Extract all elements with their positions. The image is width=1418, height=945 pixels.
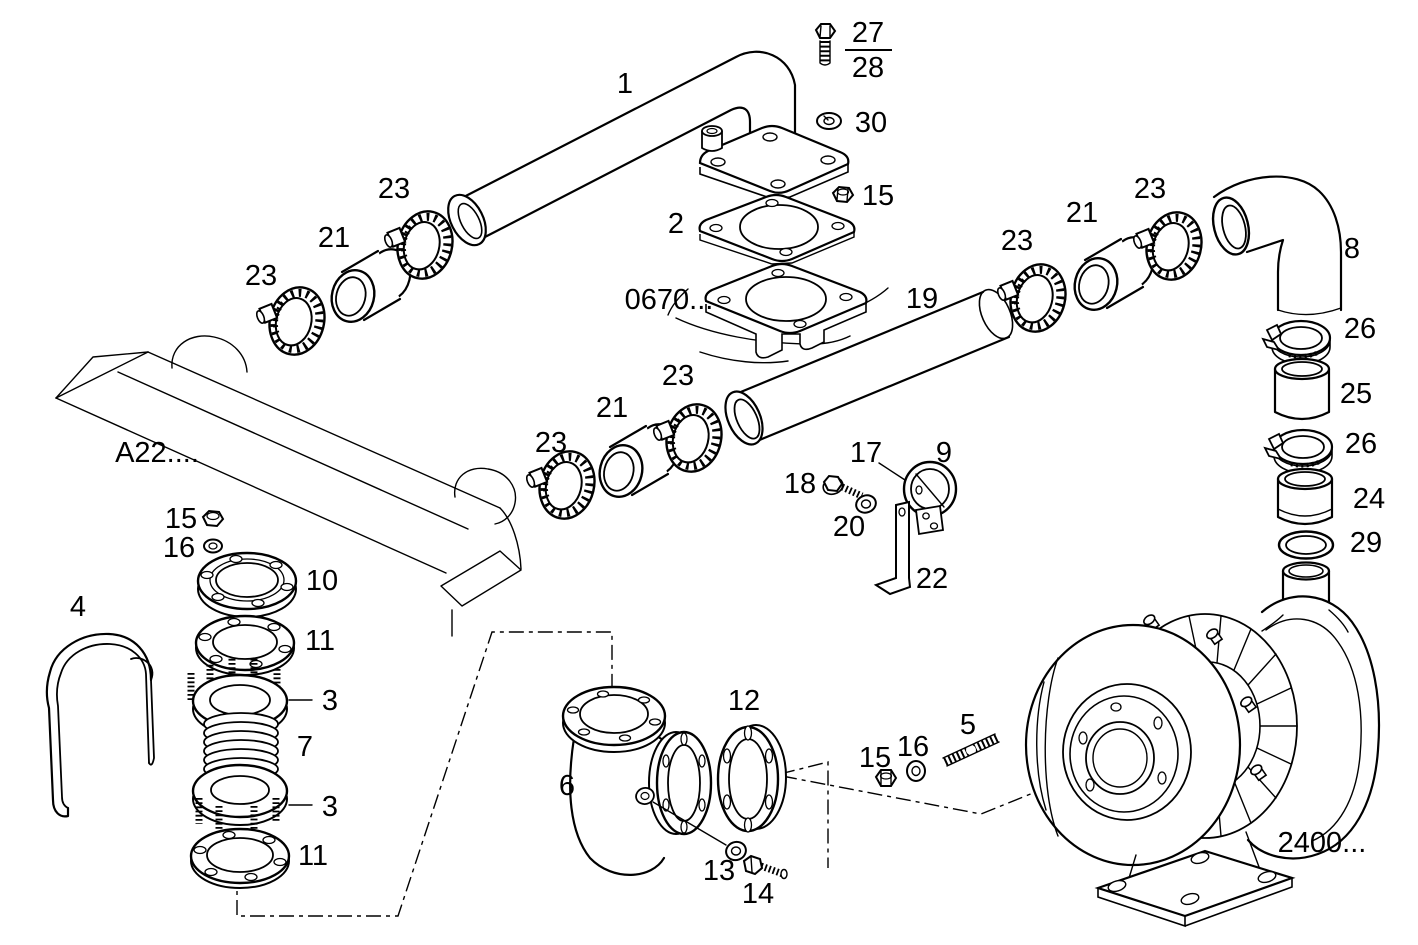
callout-28: 28 [852,52,884,84]
callout-8: 8 [1344,233,1360,265]
callout-20: 20 [833,511,865,543]
callout-21-a: 21 [318,222,350,254]
callout-22: 22 [916,563,948,595]
callout-23-b: 23 [378,173,410,205]
callout-19: 19 [906,283,938,315]
washer-16-left [203,538,223,554]
callout-13: 13 [703,855,735,887]
stud-5 [942,733,1000,767]
ref-0670: 0670... [625,284,714,316]
callout-12: 12 [728,685,760,717]
sleeve-24 [1276,467,1334,526]
engine-manifold-outline [55,335,522,637]
turbo-turbine-housing [1024,623,1242,867]
flange-12 [716,724,787,833]
bolt-18 [822,474,864,500]
callout-30: 30 [855,107,887,139]
turbocharger [1024,561,1381,928]
callout-15-mid: 15 [859,742,891,774]
callout-21-c: 21 [1066,197,1098,229]
ring-3-lower [191,763,289,831]
engine-flange-0670 [667,262,889,364]
callout-25: 25 [1340,378,1372,410]
gasket-11-lower [189,827,291,889]
callout-18: 18 [784,468,816,500]
heat-shield-4 [45,632,155,818]
washer-20 [855,494,877,514]
nut-15-left [201,509,225,528]
bolt-27-28 [814,23,837,66]
pipe-19 [724,288,1014,446]
callout-4: 4 [70,591,86,623]
washer-30 [816,112,842,130]
assembly-reference-lines [236,631,1129,917]
callout-3-upper: 3 [322,685,338,717]
callout-26-b: 26 [1345,428,1377,460]
callout-16-left: 16 [163,532,195,564]
hose-clamp-23-right-outer [996,258,1073,337]
callout-21-b: 21 [596,392,628,424]
band-clamp-26-lower [1265,430,1332,473]
callout-16-mid: 16 [897,731,929,763]
callout-27: 27 [852,17,884,49]
callout-7: 7 [297,731,313,763]
callout-15-left: 15 [165,503,197,535]
elbow-hose-8 [1211,175,1343,316]
o-ring-29 [1277,530,1335,560]
clamp-ring-9 [902,460,958,536]
ref-a22: A22.... [115,437,199,469]
callout-3-lower: 3 [322,791,338,823]
bolt-14 [742,854,788,880]
washer-16-mid [906,760,926,782]
callout-26-a: 26 [1344,313,1376,345]
callout-9: 9 [936,437,952,469]
callout-11-upper: 11 [305,625,335,657]
ref-2400: 2400... [1278,827,1367,859]
gasket-2 [698,193,856,265]
callout-23-c: 23 [535,427,567,459]
sleeve-25 [1273,357,1331,421]
callout-23-d: 23 [662,360,694,392]
callout-10: 10 [306,565,338,597]
bracket-22 [873,500,912,596]
band-clamp-26-upper [1263,321,1330,364]
callout-11-lower: 11 [298,840,328,872]
elbow-6 [561,685,727,876]
hose-clamp-23-left-outer [255,281,332,360]
washer-13 [725,840,747,862]
callout-29: 29 [1350,527,1382,559]
callout-1: 1 [617,68,633,100]
callout-15-top: 15 [862,180,894,212]
leader-3 [288,699,313,806]
callout-17: 17 [850,437,882,469]
callout-23-a: 23 [245,260,277,292]
callout-23-f: 23 [1134,173,1166,205]
pipe-1 [447,50,850,247]
nut-15-mid [874,769,898,787]
gasket-11-upper [194,614,296,676]
callout-23-e: 23 [1001,225,1033,257]
callout-14: 14 [742,878,774,910]
callout-2: 2 [668,208,684,240]
callout-24: 24 [1353,483,1385,515]
flange-10 [196,551,298,618]
callout-5: 5 [960,709,976,741]
nut-15-top [831,185,855,204]
callout-6: 6 [559,770,575,802]
leader-17 [878,462,906,481]
